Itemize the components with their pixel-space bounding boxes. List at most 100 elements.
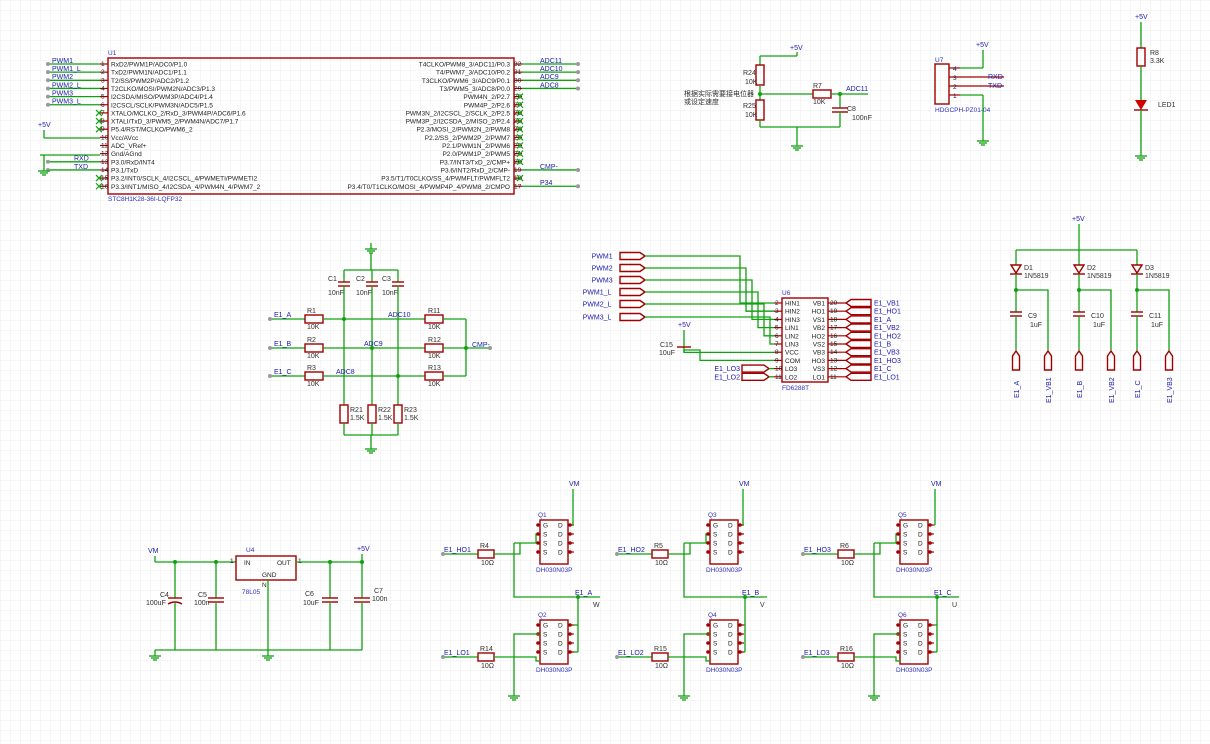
bridge-lin: E1_LO1 bbox=[444, 650, 470, 657]
mosfet-q3[interactable] bbox=[709, 519, 739, 565]
mosfet-q2[interactable] bbox=[539, 619, 569, 665]
u7-part: HDGCPH-PZ01-04 bbox=[935, 107, 991, 114]
phase-w[interactable]: E1_HO1R410ΩQ1GSSSDDDDDH030N03PVME1_AWQ2G… bbox=[441, 481, 600, 701]
u6-pin-name: VB2 bbox=[813, 325, 826, 332]
u6-pin-name: HO2 bbox=[812, 333, 826, 340]
mosfet-q4[interactable] bbox=[709, 619, 739, 665]
u1-pin-name: XTALI/TxD_3/PWM5_2/PWM4N/ADC7/P1.7 bbox=[111, 119, 239, 126]
c7[interactable]: C7 100n bbox=[354, 560, 388, 650]
u6-pin-name: HIN3 bbox=[785, 317, 800, 324]
u6-input-pwm2[interactable]: PWM2 bbox=[592, 263, 774, 312]
u6-port-e1_lo1[interactable]: E1_LO1 bbox=[844, 372, 900, 381]
mosfet-bridge[interactable]: E1_HO1R410ΩQ1GSSSDDDDDH030N03PVME1_AWQ2G… bbox=[441, 481, 959, 701]
u6-port-e1_lo3[interactable]: E1_LO3 bbox=[714, 364, 774, 373]
r-ref: R11 bbox=[428, 308, 440, 315]
u6-port-e1_ho1[interactable]: E1_HO1 bbox=[844, 307, 901, 316]
mosfet-q5[interactable] bbox=[899, 519, 929, 565]
c6[interactable]: C6 10uF bbox=[303, 560, 338, 650]
phase-v[interactable]: E1_HO2R510ΩQ3GSSSDDDDDH030N03PVME1_BVQ4G… bbox=[615, 481, 767, 701]
diode-val: 1N5819 bbox=[1087, 273, 1112, 280]
power-led[interactable]: +5V R8 3.3K LED1 bbox=[1134, 14, 1176, 161]
u4-n1: 1 bbox=[230, 558, 234, 565]
c5[interactable]: C5 100n bbox=[194, 560, 224, 650]
u6-pin-name: LO2 bbox=[785, 374, 798, 381]
u1-pin-17[interactable]: 17P3.4/T0/T1CLKO/MOSI_4/PWMP4P_4/PWM8_2/… bbox=[347, 180, 580, 191]
u1-pin-name: I2CSCL/SCLK/PWM3N/ADC5/P1.5 bbox=[111, 102, 213, 109]
bridge-hin: E1_HO2 bbox=[618, 547, 645, 554]
u6-input-pwm1_l[interactable]: PWM1_L bbox=[583, 287, 774, 329]
mosfet-q6[interactable] bbox=[899, 619, 929, 665]
u6-port-e1_b[interactable]: E1_B bbox=[844, 339, 891, 349]
u6-port-e1_ho2[interactable]: E1_HO2 bbox=[844, 331, 901, 340]
u6-port-e1_lo2[interactable]: E1_LO2 bbox=[714, 372, 774, 381]
u6-port-e1_c[interactable]: E1_C bbox=[844, 364, 892, 373]
u6-port-e1_a[interactable]: E1_A bbox=[844, 315, 891, 324]
u1-pin-name: T3CLKO/PWM6_3/ADC9/P0.1 bbox=[422, 78, 511, 85]
mosfet-part: DH030N03P bbox=[536, 567, 573, 574]
u6-pin-num: 10 bbox=[775, 366, 783, 373]
pot-note-1: 根据实际需要接电位器 bbox=[684, 89, 754, 98]
phase-u[interactable]: E1_HO3R610ΩQ5GSSSDDDDDH030N03PVME1_CUQ6G… bbox=[801, 481, 959, 701]
regulator-u4[interactable] bbox=[235, 555, 297, 581]
u6-pin-name: LO1 bbox=[813, 374, 826, 381]
c4[interactable]: C4 100uF bbox=[146, 560, 183, 650]
u6-port-e1_vb2[interactable]: E1_VB2 bbox=[844, 323, 900, 332]
u6-port-e1_ho3[interactable]: E1_HO3 bbox=[844, 356, 901, 365]
regulator-section[interactable]: VM U4 IN OUT GND 78L05 1 1 N +5V C4 100u… bbox=[146, 546, 388, 661]
u6-port-e1_vb3[interactable]: E1_VB3 bbox=[844, 348, 900, 357]
u1-net-label: TXD bbox=[74, 164, 88, 171]
connector-u7[interactable]: +5V U7 HDGCPH-PZ01-04 4 3 2 1 RXD TXD bbox=[934, 42, 1004, 146]
u6-port-e1_vb1[interactable]: E1_VB1 bbox=[844, 298, 900, 308]
mosfet-q1[interactable] bbox=[539, 519, 569, 565]
u6-input-pwm2_l[interactable]: PWM2_L bbox=[583, 299, 774, 337]
speed-pot-section[interactable]: +5V R24 10K R25 10K 根据实际需要接电位器 或设定速度 R7 … bbox=[684, 45, 872, 151]
mos-pin: D bbox=[918, 632, 923, 639]
u6-input-pwm3[interactable]: PWM3 bbox=[592, 275, 774, 321]
u6-input-pwm3_l[interactable]: PWM3_L bbox=[583, 312, 774, 345]
u1-net-label: ADC9 bbox=[540, 74, 559, 81]
